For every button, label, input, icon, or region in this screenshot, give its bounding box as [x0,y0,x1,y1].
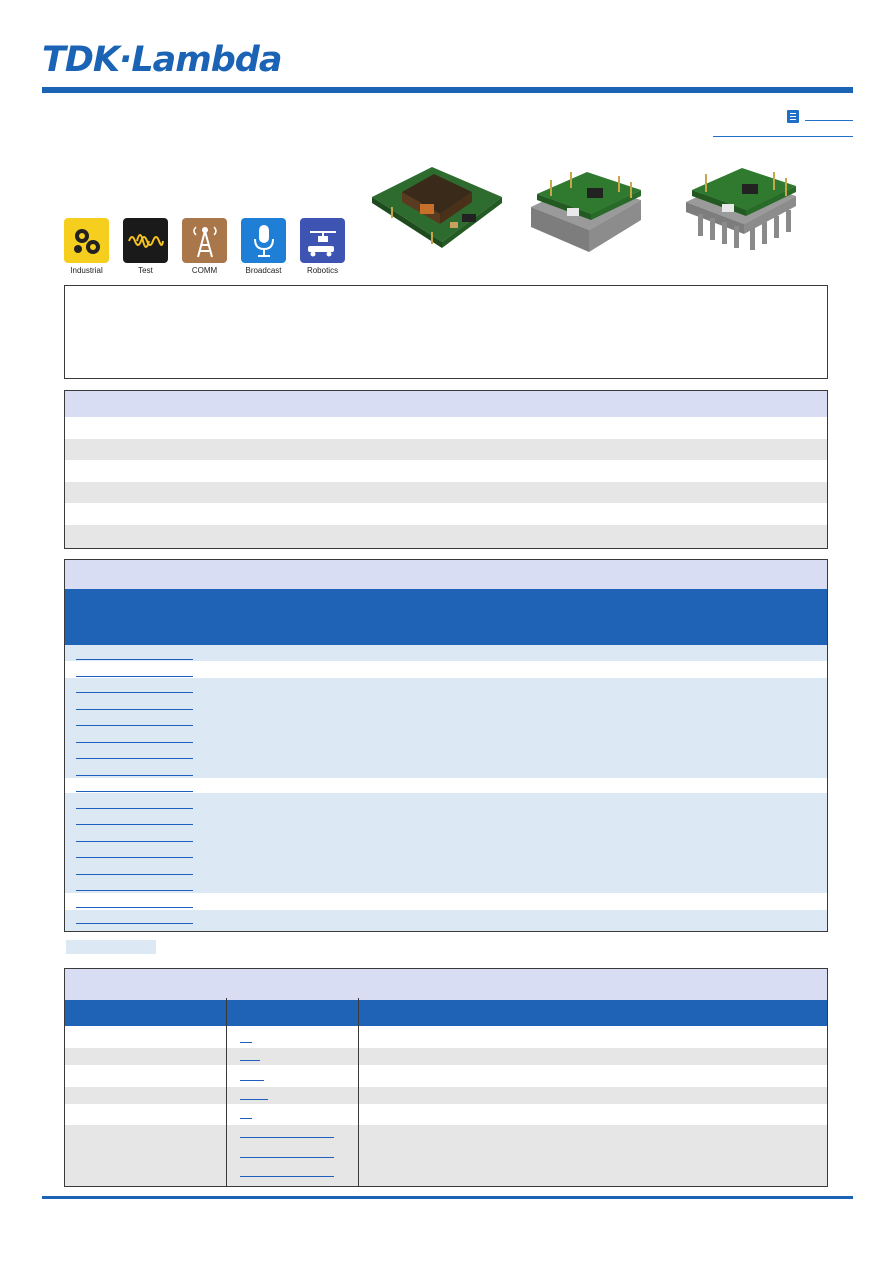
model-link[interactable] [76,692,193,693]
document-row [65,1125,827,1186]
waveform-icon [123,218,168,263]
datasheet-link-underline [805,120,853,121]
drone-icon [300,218,345,263]
model-link[interactable] [76,923,193,924]
features-row [65,503,827,525]
app-broadcast: Broadcast [241,218,286,275]
app-test: Test [123,218,168,275]
models-header [65,560,827,589]
series-link-underline[interactable] [713,136,853,137]
model-link[interactable] [76,659,193,660]
model-link[interactable] [76,758,193,759]
model-link[interactable] [76,676,193,677]
model-link[interactable] [76,890,193,891]
module-heatsink-image [676,152,826,262]
column-divider [226,998,227,1186]
module-open-frame-image [362,152,512,262]
document-row [65,1087,827,1104]
model-link[interactable] [76,709,193,710]
features-row [65,525,827,548]
documents-column-header [65,1000,827,1026]
model-link[interactable] [76,742,193,743]
document-row [65,1065,827,1087]
model-row[interactable] [65,910,827,931]
model-link[interactable] [76,775,193,776]
model-link[interactable] [76,907,193,908]
document-row [65,1104,827,1125]
gears-icon [64,218,109,263]
document-link[interactable] [240,1176,334,1177]
document-row [65,1048,827,1065]
document-link[interactable] [240,1099,268,1100]
document-link[interactable] [240,1137,334,1138]
model-link[interactable] [76,841,193,842]
app-label: Industrial [70,266,103,275]
model-group[interactable] [65,678,827,778]
description-panel [64,285,828,379]
features-row [65,417,827,439]
app-comm: COMM [182,218,227,275]
document-link[interactable] [240,1157,334,1158]
features-row [65,482,827,503]
documents-header [65,969,827,1000]
model-link[interactable] [76,874,193,875]
features-row [65,460,827,482]
model-group[interactable] [65,793,827,893]
brand-logo: TDK·Lambda [42,40,282,80]
app-label: COMM [191,266,218,275]
model-row[interactable] [65,661,827,678]
model-row[interactable] [65,778,827,793]
document-link[interactable] [240,1080,264,1081]
document-link[interactable] [240,1060,260,1061]
antenna-tower-icon [182,218,227,263]
app-label: Test [138,266,153,275]
app-industrial: Industrial [64,218,109,275]
models-panel [64,559,828,932]
model-link[interactable] [76,808,193,809]
document-link[interactable] [240,1118,252,1119]
features-row [65,439,827,460]
legend-chip [66,940,156,954]
header-rule [42,87,853,93]
document-icon [787,110,799,123]
microphone-icon [241,218,286,263]
document-link[interactable] [240,1042,252,1043]
model-link[interactable] [76,725,193,726]
model-link[interactable] [76,791,193,792]
footer-rule [42,1196,853,1199]
features-panel [64,390,828,549]
document-row [65,1026,827,1048]
app-label: Robotics [306,266,339,275]
model-link[interactable] [76,824,193,825]
datasheet-link[interactable] [787,110,853,123]
documents-panel [64,968,828,1187]
application-icons: Industrial Test COMM Broadcast Robotics [64,218,345,275]
module-baseplate-image [523,152,673,262]
models-column-header [65,589,827,645]
app-robotics: Robotics [300,218,345,275]
features-header [65,391,827,417]
app-label: Broadcast [245,266,282,275]
model-row[interactable] [65,645,827,661]
model-row[interactable] [65,893,827,910]
model-link[interactable] [76,857,193,858]
column-divider [358,998,359,1186]
